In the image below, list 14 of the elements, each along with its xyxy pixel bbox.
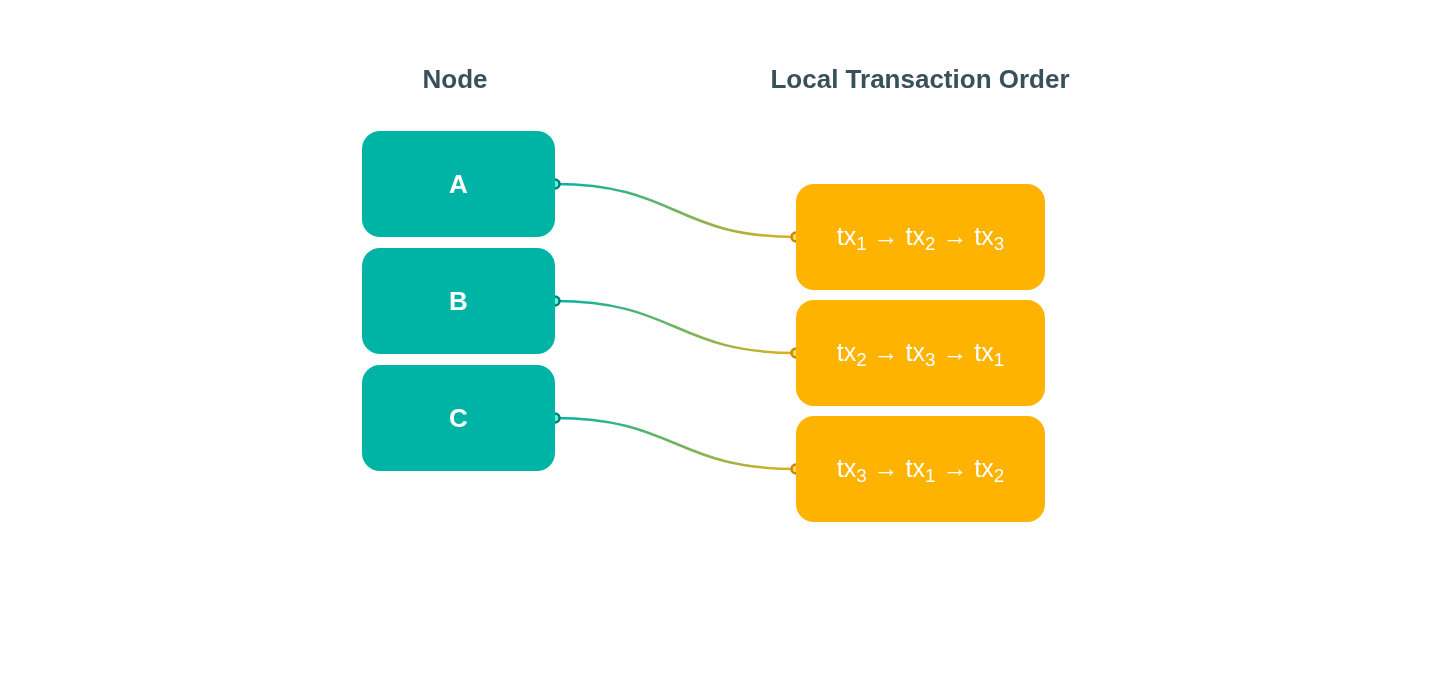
box-text: C: [449, 401, 468, 435]
box-text: tx$_{2}$ → tx$_{3}$ → tx$_{1}$: [836, 337, 1005, 372]
node-box: [362, 248, 555, 354]
transaction-order-box: [796, 184, 1045, 290]
node-box: [362, 131, 555, 237]
box-text: A: [449, 167, 468, 201]
box-text: B: [449, 284, 468, 318]
column-heading: Local Transaction Order: [770, 63, 1070, 96]
box-text: tx$_{1}$ → tx$_{2}$ → tx$_{3}$: [836, 221, 1005, 256]
column-heading: Node: [422, 63, 488, 96]
transaction-order-box: [796, 416, 1045, 522]
transaction-order-box: [796, 300, 1045, 406]
box-text: tx$_{3}$ → tx$_{1}$ → tx$_{2}$: [836, 453, 1005, 488]
node-box: [362, 365, 555, 471]
